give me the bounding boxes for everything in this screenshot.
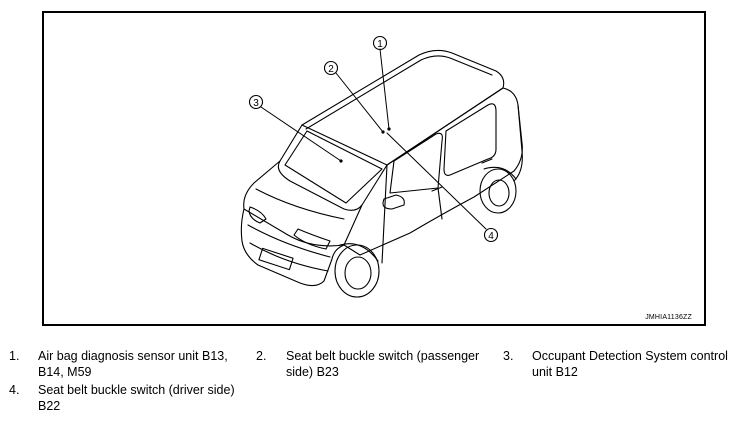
callout-1: 1 [372,35,388,51]
diagram-frame: 1 2 3 4 JMHIA1136ZZ [42,11,706,326]
callout-4: 4 [483,227,499,243]
legend-number: 2. [256,349,267,363]
leader-lines [260,48,487,230]
callout-3: 3 [248,94,264,110]
legend-item-2: 2. Seat belt buckle switch (passenger si… [256,348,496,382]
legend-text: Air bag diagnosis sensor unit B13, B14, … [38,349,228,379]
vehicle-outline [240,49,523,298]
svg-text:3: 3 [253,98,259,109]
legend-number: 4. [9,383,20,397]
figure-code: JMHIA1136ZZ [645,314,692,321]
legend-text: Occupant Detection System control unit B… [532,349,728,379]
svg-text:2: 2 [328,64,334,75]
vehicle-diagram: 1 2 3 4 [240,35,523,298]
svg-text:1: 1 [377,39,383,50]
legend-number: 1. [9,349,20,363]
legend-item-1: 1. Air bag diagnosis sensor unit B13, B1… [9,348,249,382]
legend-number: 3. [503,349,514,363]
legend-text: Seat belt buckle switch (driver side) B2… [38,383,235,413]
legend-text: Seat belt buckle switch (passenger side)… [286,349,480,379]
legend-item-3: 3. Occupant Detection System control uni… [503,348,747,382]
svg-text:4: 4 [488,231,494,242]
callout-2: 2 [323,60,339,76]
legend-item-4: 4. Seat belt buckle switch (driver side)… [9,382,249,416]
